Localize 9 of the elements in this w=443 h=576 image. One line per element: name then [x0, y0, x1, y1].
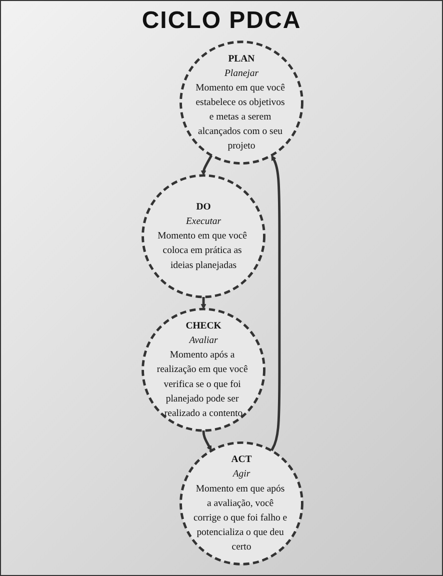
node-circle: CHECK Avaliar Momento após a realização em que você verifica se o que foi planejado pode ser realizado a contento: [142, 308, 266, 432]
node-circle: ACT Agir Momento em que após a avaliação, você corrige o que foi falho e potencializa o que deu certo: [180, 441, 304, 566]
diagram-title: CICLO PDCA: [140, 7, 302, 35]
arrow: [270, 155, 281, 452]
node-circle: DO Executar Momento em que você coloca em prática as ideias planejadas: [142, 174, 266, 298]
arrow: [200, 154, 213, 176]
arrow: [202, 430, 212, 451]
arrow: [200, 296, 206, 310]
node-circle: PLAN Planejar Momento em que você estabelece os objetivos e metas a serem alcançados com o seu projeto: [180, 40, 304, 165]
